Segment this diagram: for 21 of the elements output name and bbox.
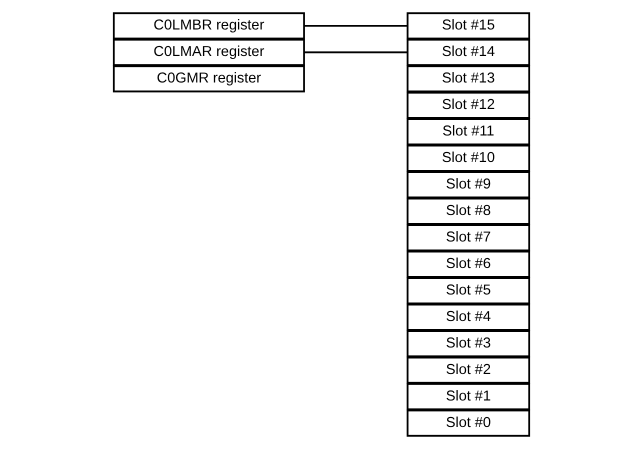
node-box: Slot #2 <box>406 356 530 384</box>
node-box: Slot #12 <box>406 92 530 119</box>
node-box: C0GMR register <box>112 65 304 92</box>
connector <box>304 51 408 54</box>
node-box: C0LMBR register <box>112 12 304 40</box>
node-box: Slot #13 <box>406 65 530 92</box>
node-box: Slot #15 <box>406 12 530 40</box>
node-box: Slot #11 <box>406 118 530 146</box>
node-box: Slot #6 <box>406 250 530 278</box>
connector <box>304 24 408 27</box>
node-box: Slot #7 <box>406 224 530 252</box>
node-box: Slot #3 <box>406 330 530 358</box>
node-box: Slot #10 <box>406 144 530 172</box>
node-box: Slot #1 <box>406 383 530 410</box>
node-box: C0LMAR register <box>112 38 304 66</box>
node-box: Slot #0 <box>406 410 530 437</box>
node-box: Slot #9 <box>406 171 530 198</box>
node-box: Slot #4 <box>406 304 530 331</box>
node-box: Slot #5 <box>406 277 530 304</box>
node-box: Slot #8 <box>406 198 530 225</box>
node-box: Slot #14 <box>406 38 530 66</box>
